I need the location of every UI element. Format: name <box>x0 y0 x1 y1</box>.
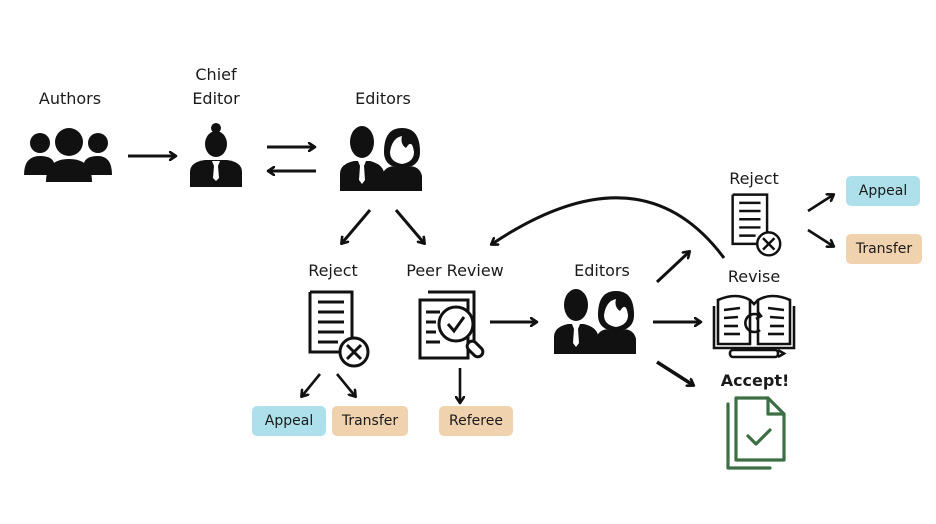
arrow-editors-to-peer-review <box>394 209 424 243</box>
referee-tag: Referee <box>439 406 513 436</box>
chief-editor-label-line2: Editor <box>192 89 240 108</box>
arrow-reject-to-appeal <box>302 373 322 396</box>
editors-top-label: Editors <box>355 89 411 108</box>
document-magnifier-check-icon <box>418 290 485 360</box>
arrow-editors-to-reject-right <box>655 252 689 284</box>
chief-editor-label-line1: Chief <box>195 65 237 84</box>
document-rejected-icon <box>308 290 370 368</box>
arrow-reject-right-to-transfer <box>807 228 833 246</box>
revise-label: Revise <box>727 267 781 286</box>
transfer-tag-left: Transfer <box>332 406 408 436</box>
accept-label: Accept! <box>720 371 790 390</box>
editors-mid-label: Editors <box>574 261 630 280</box>
arrow-revise-back-to-peer-review <box>492 196 726 259</box>
document-accepted-icon <box>726 396 786 470</box>
person-with-tie-icon <box>190 123 242 187</box>
group-of-people-icon <box>24 128 112 182</box>
arrow-editors-to-accept <box>656 360 693 385</box>
document-rejected-icon <box>731 193 782 257</box>
man-and-woman-icon <box>340 126 422 191</box>
reject-left-label: Reject <box>308 261 358 280</box>
appeal-tag-left: Appeal <box>252 406 326 436</box>
arrow-reject-right-to-appeal <box>807 195 833 213</box>
open-book-refresh-icon <box>712 294 796 359</box>
appeal-tag-right: Appeal <box>846 176 920 206</box>
transfer-tag-right: Transfer <box>846 234 922 264</box>
man-and-woman-icon <box>554 289 636 354</box>
peer-review-label: Peer Review <box>406 261 504 280</box>
arrow-editors-to-reject <box>342 209 372 243</box>
authors-label: Authors <box>38 89 102 108</box>
reject-right-label: Reject <box>729 169 779 188</box>
arrow-reject-to-transfer <box>335 373 355 396</box>
